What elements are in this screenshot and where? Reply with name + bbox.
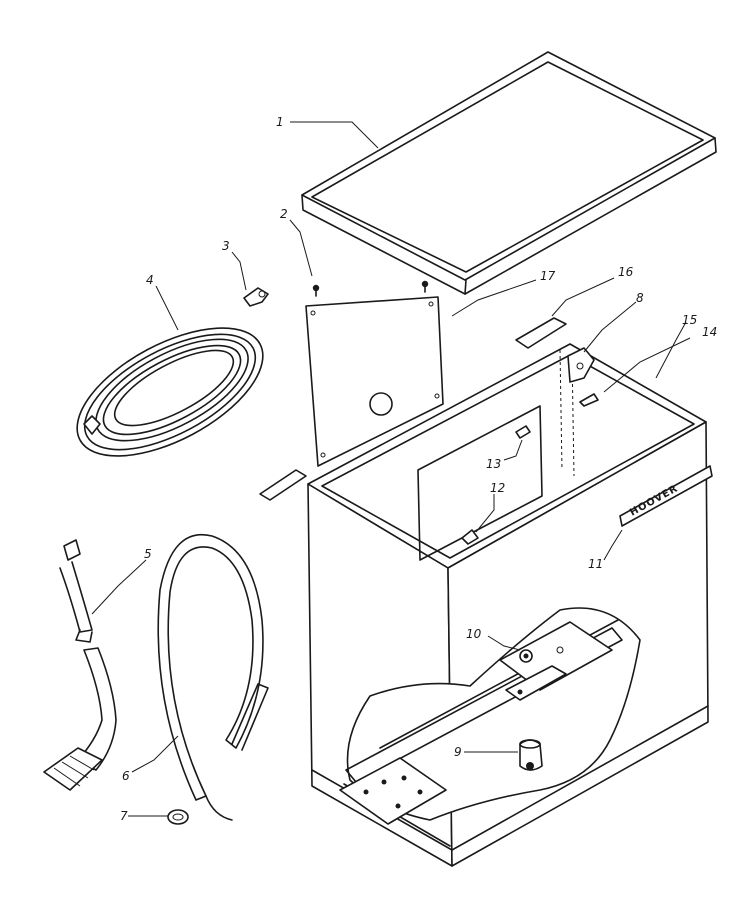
drain-hose-part — [43, 539, 117, 791]
callout-14: 14 — [702, 325, 717, 339]
callout-17: 17 — [540, 269, 556, 283]
callout-labels: 1 2 3 4 5 6 7 8 9 10 11 12 13 14 15 16 1… — [120, 115, 717, 823]
callout-16: 16 — [618, 265, 634, 279]
bracket-part — [259, 317, 567, 501]
callout-6: 6 — [122, 769, 130, 783]
callout-13: 13 — [486, 457, 501, 471]
hose-clamp-part — [167, 809, 189, 825]
callout-4: 4 — [146, 273, 154, 287]
clamp-fitting-part — [243, 287, 269, 307]
callout-9: 9 — [454, 745, 462, 759]
cutaway-section — [339, 607, 641, 847]
callout-5: 5 — [144, 547, 152, 561]
callout-3: 3 — [222, 239, 230, 253]
leader-lines — [91, 121, 691, 817]
access-panel-part — [305, 296, 444, 467]
lid-part — [301, 51, 717, 295]
callout-10: 10 — [466, 627, 482, 641]
hinge-part — [567, 347, 595, 383]
screw-part — [312, 280, 429, 297]
fastener-part — [461, 529, 479, 545]
callout-11: 11 — [588, 557, 603, 571]
callout-8: 8 — [636, 291, 644, 305]
callout-1: 1 — [276, 115, 284, 129]
callout-15: 15 — [682, 313, 697, 327]
callout-12: 12 — [490, 481, 505, 495]
coiled-hose-part — [76, 327, 264, 457]
callout-2: 2 — [280, 207, 288, 221]
screw-part — [515, 425, 531, 439]
callout-7: 7 — [120, 809, 128, 823]
long-hose-part — [157, 533, 269, 821]
clip-part — [579, 393, 599, 407]
